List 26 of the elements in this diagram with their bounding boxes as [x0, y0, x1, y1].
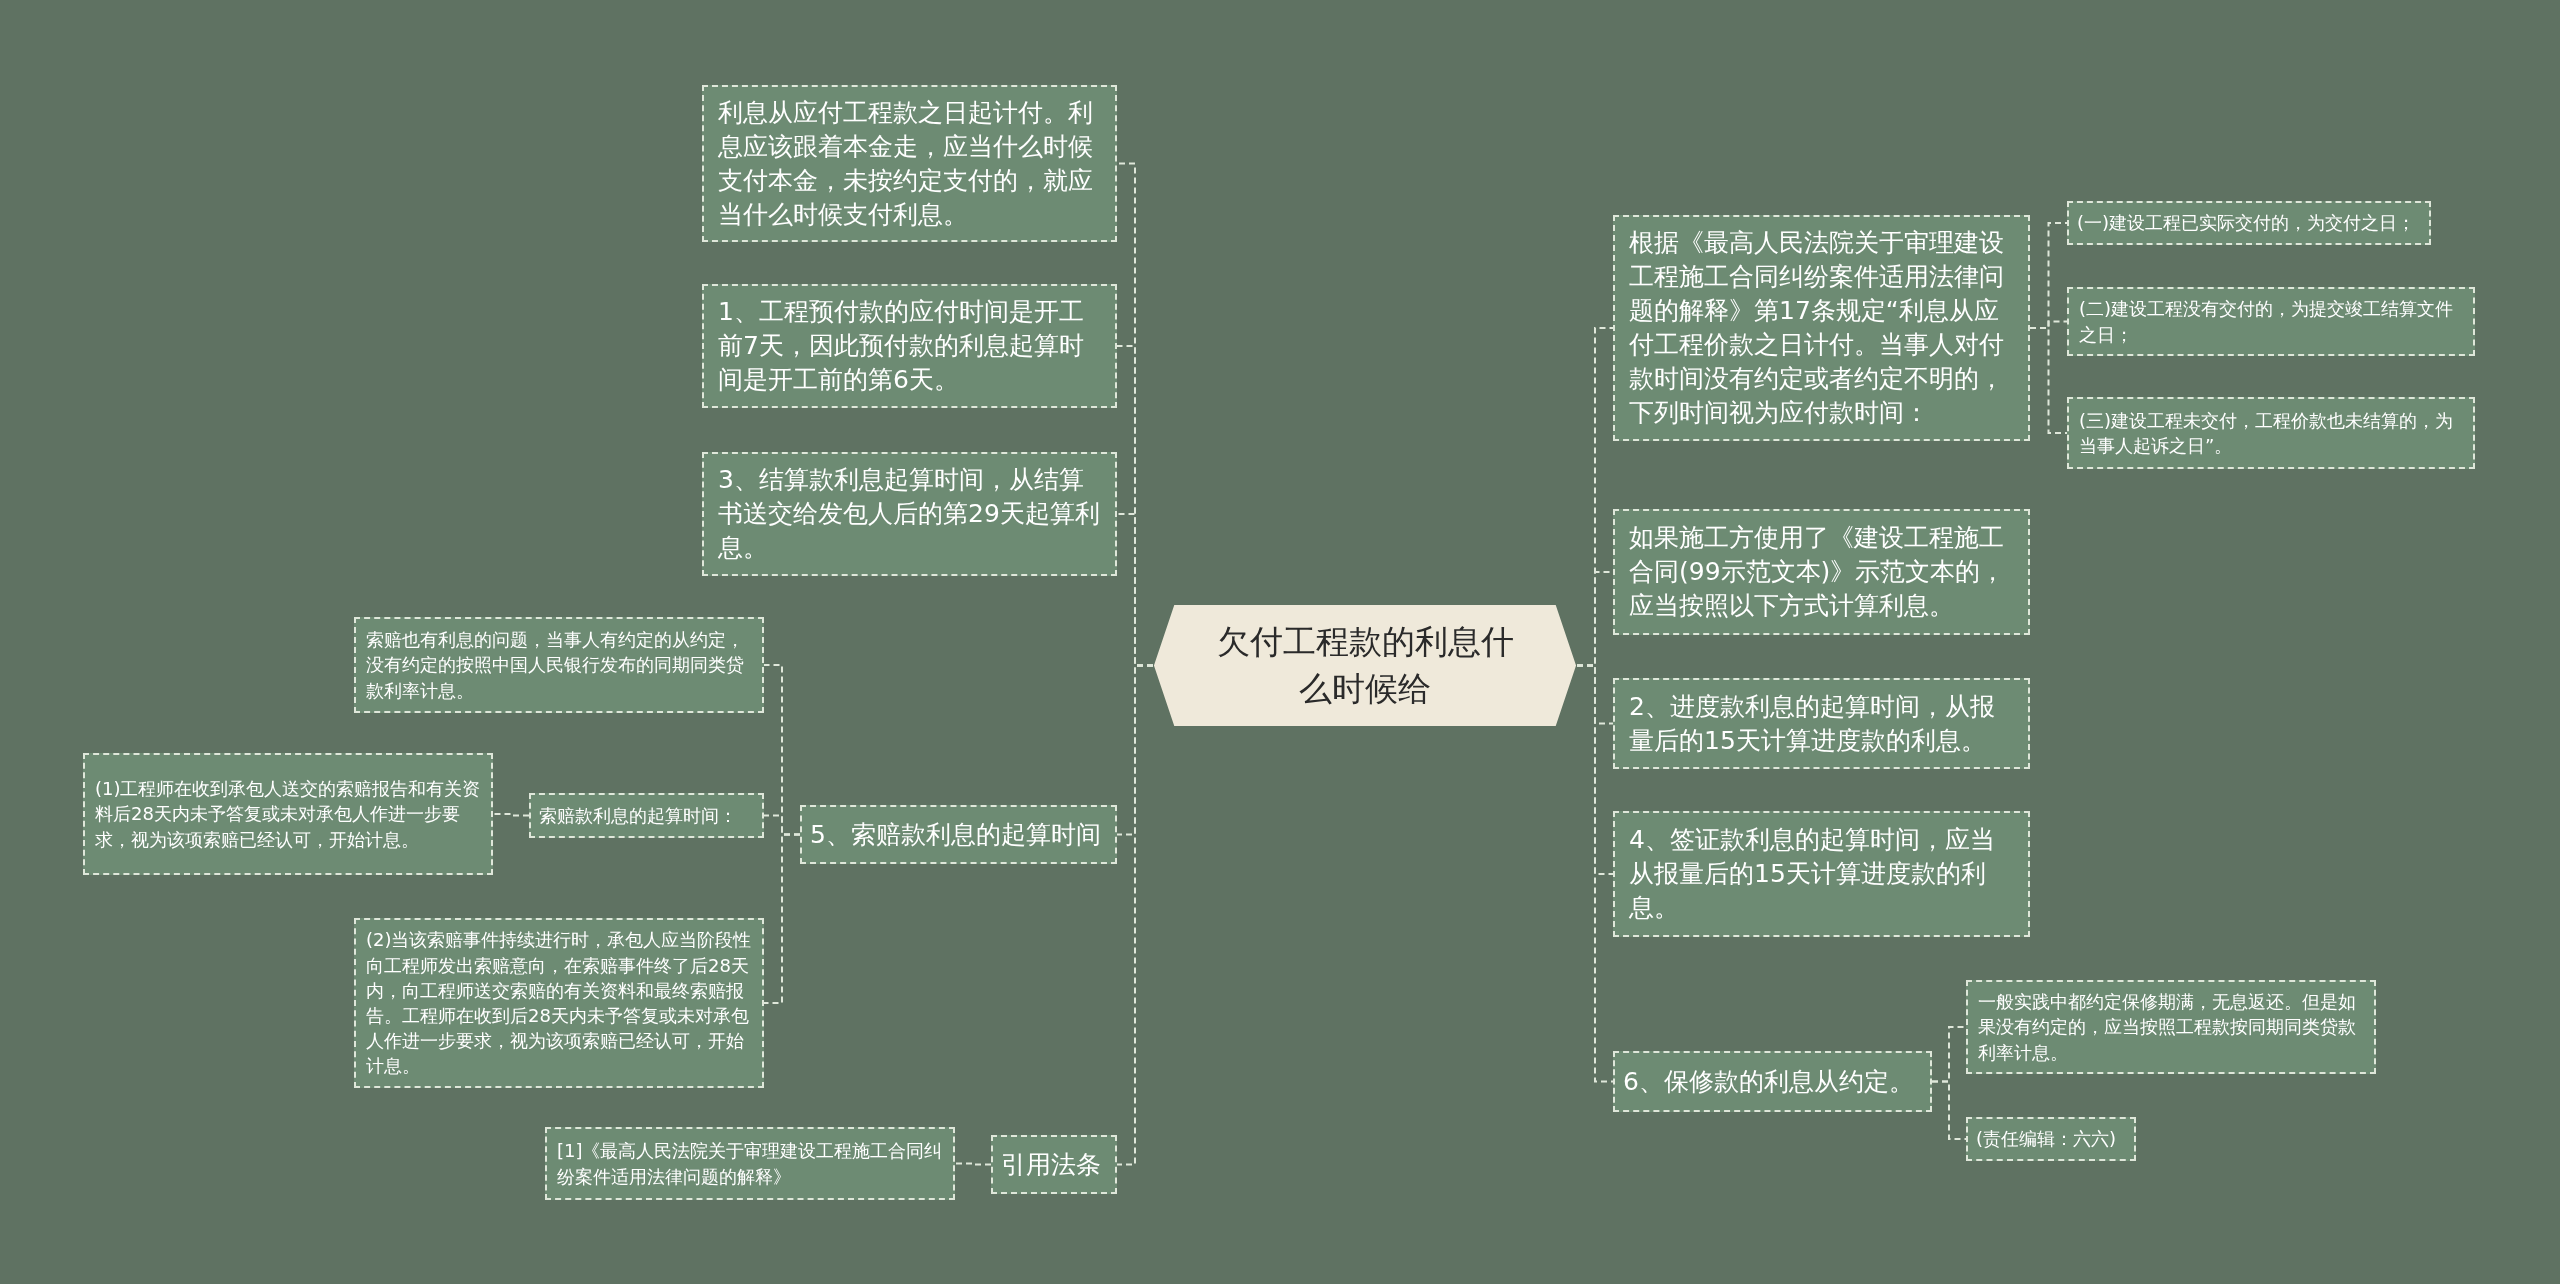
- central-topic: 欠付工程款的利息什么时候给: [1153, 604, 1577, 727]
- note-box: (2)当该索赔事件持续进行时，承包人应当阶段性向工程师发出索赔意向，在索赔事件终了后28天内，向工程师送交索赔的有关资料和最终索赔报告。工程师在收到后28天内未予答复或未对承包人作进一步要求，视为该项索赔已经认可，开始计息。: [354, 918, 764, 1088]
- note-box: (一)建设工程已实际交付的，为交付之日；: [2067, 201, 2431, 245]
- note-box: (责任编辑：六六): [1966, 1117, 2136, 1161]
- topic-box: 利息从应付工程款之日起计付。利息应该跟着本金走，应当什么时候支付本金，未按约定支付的，就应当什么时候支付利息。: [702, 85, 1117, 242]
- connector-line: [763, 833, 801, 1004]
- topic-box: 6、保修款的利息从约定。: [1613, 1051, 1932, 1112]
- connector-line: [1931, 1080, 1967, 1140]
- note-box: (二)建设工程没有交付的，为提交竣工结算文件之日；: [2067, 287, 2475, 356]
- topic-box: 3、结算款利息起算时间，从结算书送交给发包人后的第29天起算利息。: [702, 452, 1117, 576]
- topic-box: 4、签证款利息的起算时间，应当从报量后的15天计算进度款的利息。: [1613, 811, 2030, 937]
- connector-line: [954, 1162, 992, 1166]
- note-box: 索赔也有利息的问题，当事人有约定的从约定，没有约定的按照中国人民银行发布的同期同类贷款利率计息。: [354, 617, 764, 713]
- topic-box: 根据《最高人民法院关于审理建设工程施工合同纠纷案件适用法律问题的解释》第17条规定“利息从应付工程价款之日计付。当事人对付款时间没有约定或者约定不明的，下列时间视为应付款时间：: [1613, 215, 2030, 441]
- note-box: [1]《最高人民法院关于审理建设工程施工合同纠纷案件适用法律问题的解释》: [545, 1127, 955, 1200]
- topic-box: 如果施工方使用了《建设工程施工合同(99示范文本)》示范文本的，应当按照以下方式计算利息。: [1613, 509, 2030, 635]
- note-box: (三)建设工程未交付，工程价款也未结算的，为当事人起诉之日”。: [2067, 397, 2475, 469]
- note-box: (1)工程师在收到承包人送交的索赔报告和有关资料后28天内未予答复或未对承包人作进一步要求，视为该项索赔已经认可，开始计息。: [83, 753, 493, 875]
- topic-box: 引用法条: [991, 1135, 1117, 1194]
- connector-line: [492, 813, 530, 817]
- topic-box: 1、工程预付款的应付时间是开工前7天，因此预付款的利息起算时间是开工前的第6天。: [702, 284, 1117, 408]
- connector-line: [2029, 327, 2068, 434]
- topic-box: 2、进度款利息的起算时间，从报量后的15天计算进度款的利息。: [1613, 678, 2030, 769]
- topic-box: 5、索赔款利息的起算时间: [800, 805, 1117, 864]
- note-box: 一般实践中都约定保修期满，无息返还。但是如果没有约定的，应当按照工程款按同期同类贷款利率计息。: [1966, 980, 2376, 1074]
- note-box: 索赔款利息的起算时间：: [529, 793, 764, 838]
